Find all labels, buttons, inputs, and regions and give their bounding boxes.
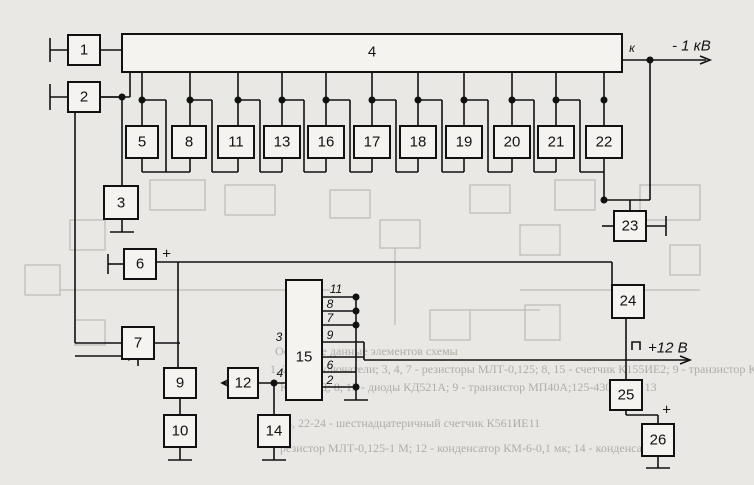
block-13: 13: [263, 125, 301, 159]
block-26-label: 26: [650, 432, 667, 449]
block-5: 5: [125, 125, 159, 159]
block-9-label: 9: [176, 375, 184, 392]
block-11: 11: [217, 125, 255, 159]
block-8: 8: [171, 125, 207, 159]
block-20-label: 20: [504, 134, 521, 151]
block-25: 25: [609, 379, 643, 411]
block-22-label: 22: [596, 134, 613, 151]
block-4: 4: [121, 33, 623, 73]
block-21-label: 21: [548, 134, 565, 151]
bleed-line-2: 1, 2 - переключатели; 3, 4, 7 - резистор…: [270, 362, 754, 376]
block-21: 21: [537, 125, 575, 159]
block-18-label: 18: [410, 134, 427, 151]
pin-3: 3: [276, 330, 283, 344]
block-20: 20: [493, 125, 531, 159]
block-3: 3: [103, 185, 139, 220]
block-4-label: 4: [368, 44, 376, 61]
block-24-label: 24: [620, 293, 637, 310]
block-10: 10: [163, 414, 197, 448]
block-24: 24: [611, 284, 645, 319]
block-25-label: 25: [618, 387, 635, 404]
bleed-line-3: КТ3107Д; 8, 15 - диоды КД521А; 9 - транз…: [280, 380, 657, 394]
block-12-label: 12: [235, 375, 252, 392]
block-3-label: 3: [117, 195, 125, 212]
block-2: 2: [67, 81, 101, 113]
block-26: 26: [641, 423, 675, 457]
plus-26-label: +: [662, 402, 671, 419]
block-9: 9: [163, 367, 197, 399]
block-19-label: 19: [456, 134, 473, 151]
pin-2: 2: [326, 373, 334, 387]
block-6-label: 6: [136, 256, 144, 273]
pin-9: 9: [327, 328, 334, 342]
block-7: 7: [121, 326, 155, 360]
block-14: 14: [257, 414, 291, 448]
block-23: 23: [613, 210, 647, 242]
supply-voltage-label: +12 В: [648, 340, 688, 357]
pin-k: к: [629, 41, 636, 55]
pin-6: 6: [327, 358, 334, 372]
block-15-label: 15: [296, 349, 313, 366]
block-7-label: 7: [134, 335, 142, 352]
block-11-label: 11: [228, 134, 244, 151]
junction-dots: [118, 56, 654, 391]
block-17-label: 17: [364, 134, 381, 151]
plus-6-label: +: [162, 246, 171, 263]
bleed-line-5: резистор МЛТ-0,125-1 М; 12 - конденсатор…: [280, 441, 659, 455]
background-bleed: Основные данные элементов схемы 1, 2 - п…: [24, 179, 754, 455]
output-voltage-label: - 1 кВ: [672, 38, 711, 55]
block-19: 19: [445, 125, 483, 159]
block-23-label: 23: [622, 218, 639, 235]
block-15: 15: [285, 279, 323, 401]
block-5-label: 5: [138, 134, 146, 151]
pin-7: 7: [327, 311, 335, 325]
block-22: 22: [585, 125, 623, 159]
block-1: 1: [67, 34, 101, 66]
block-2-label: 2: [80, 89, 88, 106]
pin-4: 4: [277, 366, 284, 380]
block-16-label: 16: [318, 134, 335, 151]
block-14-label: 14: [266, 423, 283, 440]
block-8-label: 8: [185, 134, 193, 151]
block-12: 12: [227, 367, 259, 399]
bleed-line-4: 14, 22-24 - шестнадцатеричный счетчик К5…: [280, 416, 540, 430]
block-18: 18: [399, 125, 437, 159]
pin-11: 11: [330, 282, 342, 296]
pin-8: 8: [327, 297, 334, 311]
block-17: 17: [353, 125, 391, 159]
block-13-label: 13: [274, 134, 291, 151]
block-1-label: 1: [80, 42, 88, 59]
block-6: 6: [123, 248, 157, 280]
block-16: 16: [307, 125, 345, 159]
block-10-label: 10: [172, 423, 189, 440]
